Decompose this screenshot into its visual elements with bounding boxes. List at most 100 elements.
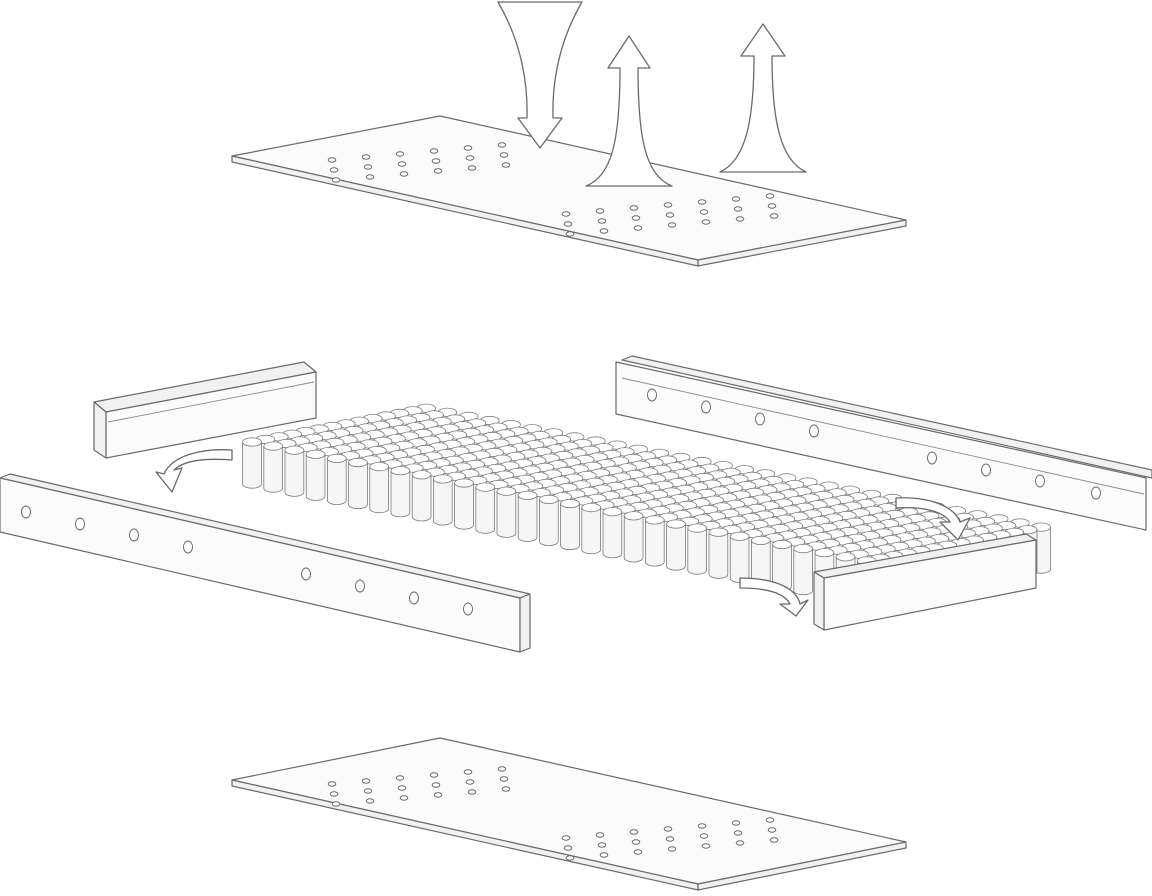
perforation-hole — [563, 221, 573, 227]
top-plate-holes — [327, 142, 779, 237]
perforation-hole — [501, 162, 511, 168]
perforation-hole — [665, 212, 675, 218]
flow-arrows — [497, 1, 807, 187]
front-rail-end — [519, 593, 531, 653]
perforation-hole — [363, 788, 373, 794]
cell-top — [432, 474, 453, 484]
perforation-hole — [735, 840, 745, 846]
battery-cell — [581, 507, 601, 555]
battery-cell — [411, 474, 432, 522]
perforation-hole — [633, 225, 643, 231]
perforation-hole — [561, 835, 571, 841]
cell-top — [517, 490, 538, 500]
battery-cell — [327, 458, 347, 505]
right-bracket-end — [813, 571, 825, 631]
cell-top — [390, 466, 411, 476]
mounting-hole — [1035, 474, 1045, 488]
assembly-arrows — [155, 449, 971, 617]
battery-cell — [729, 535, 750, 583]
perforation-hole — [631, 839, 641, 845]
perforation-hole — [397, 785, 407, 791]
perforation-hole — [467, 789, 477, 795]
perforation-hole — [329, 167, 339, 173]
mounting-hole — [809, 424, 819, 438]
bottom-plate-holes — [327, 766, 779, 861]
mounting-hole — [129, 528, 139, 542]
perforation-hole — [327, 781, 337, 787]
curved-arrow-icon — [739, 577, 809, 617]
battery-cell — [433, 478, 453, 526]
perforation-hole — [329, 791, 339, 797]
battery-cell — [475, 486, 495, 534]
mounting-hole — [75, 517, 85, 531]
battery-cell — [539, 499, 559, 546]
perforation-hole — [399, 795, 409, 801]
perforation-hole — [731, 820, 741, 826]
cell-top — [687, 523, 707, 533]
perforation-hole — [463, 145, 473, 151]
perforation-hole — [397, 161, 407, 167]
cell-top — [538, 494, 559, 504]
perforation-hole — [399, 171, 409, 177]
mounting-hole — [755, 412, 765, 426]
curved-arrow-icon — [155, 449, 233, 493]
perforation-hole — [497, 142, 507, 148]
perforation-hole — [429, 148, 439, 154]
cell-top — [369, 461, 390, 472]
top-perforated-plate — [231, 115, 907, 267]
battery-cell — [708, 531, 729, 579]
outflow-arrow-icon — [719, 23, 807, 173]
cell-top — [242, 437, 262, 447]
cell-top — [454, 478, 474, 488]
perforation-hole — [431, 158, 441, 164]
bottom-plate-side-edge — [697, 841, 907, 891]
mounting-hole — [463, 602, 473, 616]
left-bracket-end — [93, 401, 107, 459]
perforation-hole — [663, 826, 673, 832]
perforation-hole — [563, 845, 573, 851]
perforation-hole — [365, 798, 375, 804]
mounting-hole — [1091, 486, 1101, 500]
perforation-hole — [701, 219, 711, 225]
right-rail-holes — [647, 388, 1101, 500]
perforation-hole — [699, 209, 709, 215]
perforation-hole — [395, 151, 405, 157]
front-right-bracket — [813, 533, 1037, 631]
front-left-rail — [0, 473, 531, 653]
battery-cell — [390, 470, 411, 518]
cell-top — [326, 453, 347, 463]
cell-top — [348, 457, 368, 468]
mounting-hole — [647, 388, 657, 402]
cell-top — [284, 445, 305, 455]
perforation-hole — [633, 849, 643, 855]
cell-top — [708, 527, 729, 537]
battery-cell — [645, 519, 665, 567]
perforation-hole — [327, 157, 337, 163]
perforation-hole — [769, 837, 779, 843]
battery-cell — [369, 466, 389, 514]
perforation-hole — [363, 164, 373, 170]
cell-top — [475, 482, 496, 492]
mounting-hole — [409, 591, 419, 605]
perforation-hole — [663, 202, 673, 208]
perforation-hole — [501, 786, 511, 792]
right-rail-front — [615, 361, 1147, 531]
perforation-hole — [767, 203, 777, 209]
perforation-hole — [597, 842, 607, 848]
perforation-hole — [769, 213, 779, 219]
perforation-hole — [565, 231, 575, 237]
cell-top — [305, 449, 326, 459]
perforation-hole — [599, 228, 609, 234]
perforation-hole — [665, 836, 675, 842]
battery-cell — [242, 441, 262, 489]
right-rail-top — [621, 355, 1152, 479]
top-plate-side-edge — [697, 219, 907, 267]
curved-arrow-icon — [895, 497, 971, 541]
perforation-hole — [629, 205, 639, 211]
perforation-hole — [667, 846, 677, 852]
perforation-hole — [433, 792, 443, 798]
left-back-bracket — [93, 361, 317, 459]
mounting-hole — [981, 463, 991, 477]
battery-cell — [793, 548, 813, 596]
perforation-hole — [561, 211, 571, 217]
